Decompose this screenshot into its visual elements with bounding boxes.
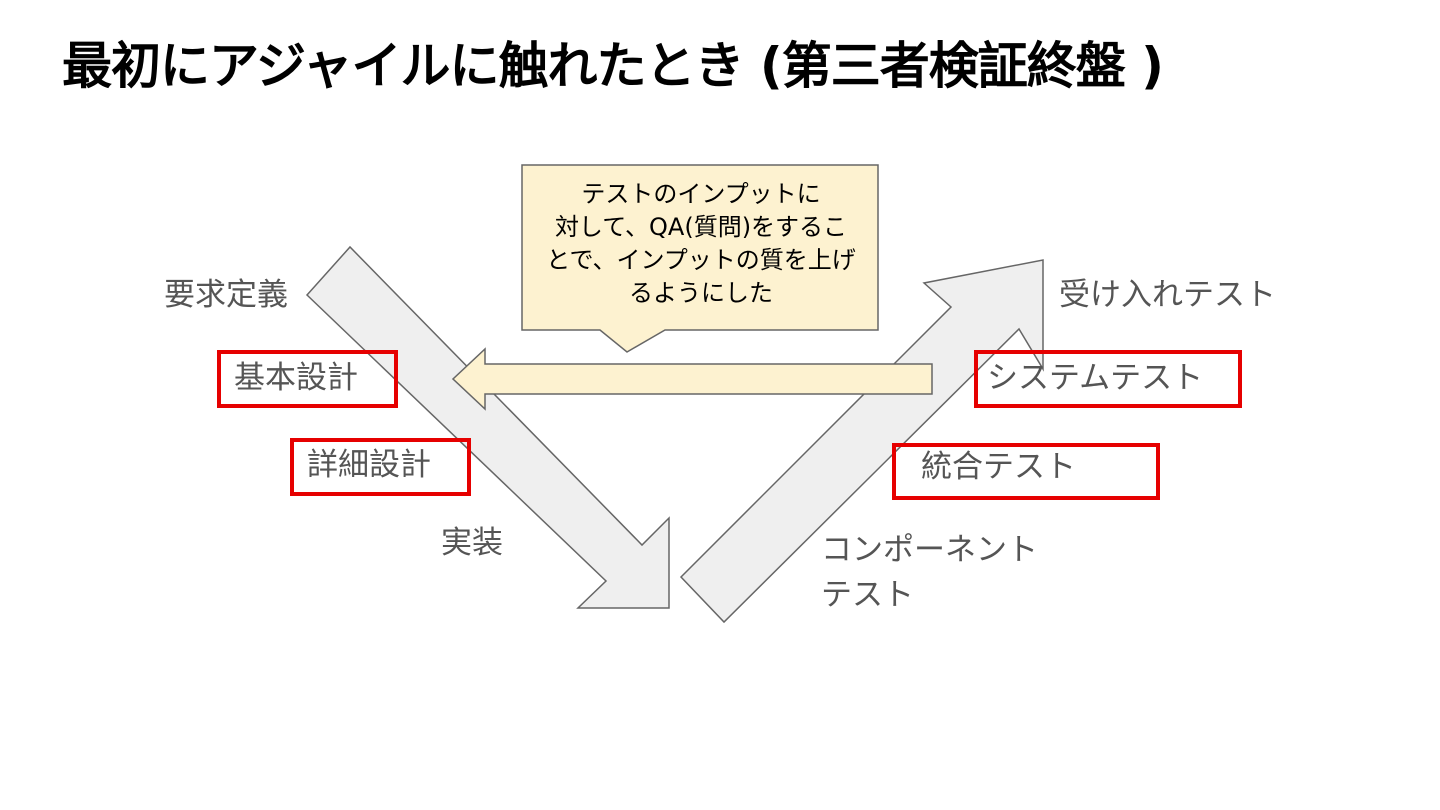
stage-basic-design-label: 基本設計 <box>234 360 358 396</box>
component-test-line: テスト <box>821 576 914 613</box>
basic-design-highlight <box>217 350 398 408</box>
callout-box <box>521 164 879 353</box>
callout-line: るようにした <box>629 278 773 307</box>
feedback-arrow <box>451 347 933 411</box>
system-test-highlight <box>974 350 1242 408</box>
callout-line: とで、インプットの質を上げ <box>546 245 856 274</box>
slide-title: 最初にアジャイルに触れたとき (第三者検証終盤 ) <box>62 37 1164 95</box>
stage-requirements-label: 要求定義 <box>164 277 288 313</box>
stage-implementation-label: 実装 <box>441 525 503 561</box>
callout-line: テストのインプットに <box>581 180 821 208</box>
stage-acceptance-test-label: 受け入れテスト <box>1059 277 1276 313</box>
stage-integration-test-label: 統合テスト <box>921 449 1076 485</box>
ascending-arrow <box>679 259 1044 624</box>
stage-system-test-label: システムテスト <box>987 360 1204 396</box>
stage-detailed-design-label: 詳細設計 <box>307 447 431 483</box>
integration-test-highlight <box>892 443 1160 500</box>
callout-line: 対して、QA(質問)をするこ <box>554 212 848 241</box>
callout-text: テストのインプットに 対して、QA(質問)をするこ とで、インプットの質を上げ … <box>525 178 877 310</box>
descending-arrow <box>305 245 670 609</box>
stage-component-test-label: コンポーネント テスト <box>821 528 1038 618</box>
component-test-line: コンポーネント <box>821 532 1038 568</box>
detailed-design-highlight <box>290 438 471 496</box>
